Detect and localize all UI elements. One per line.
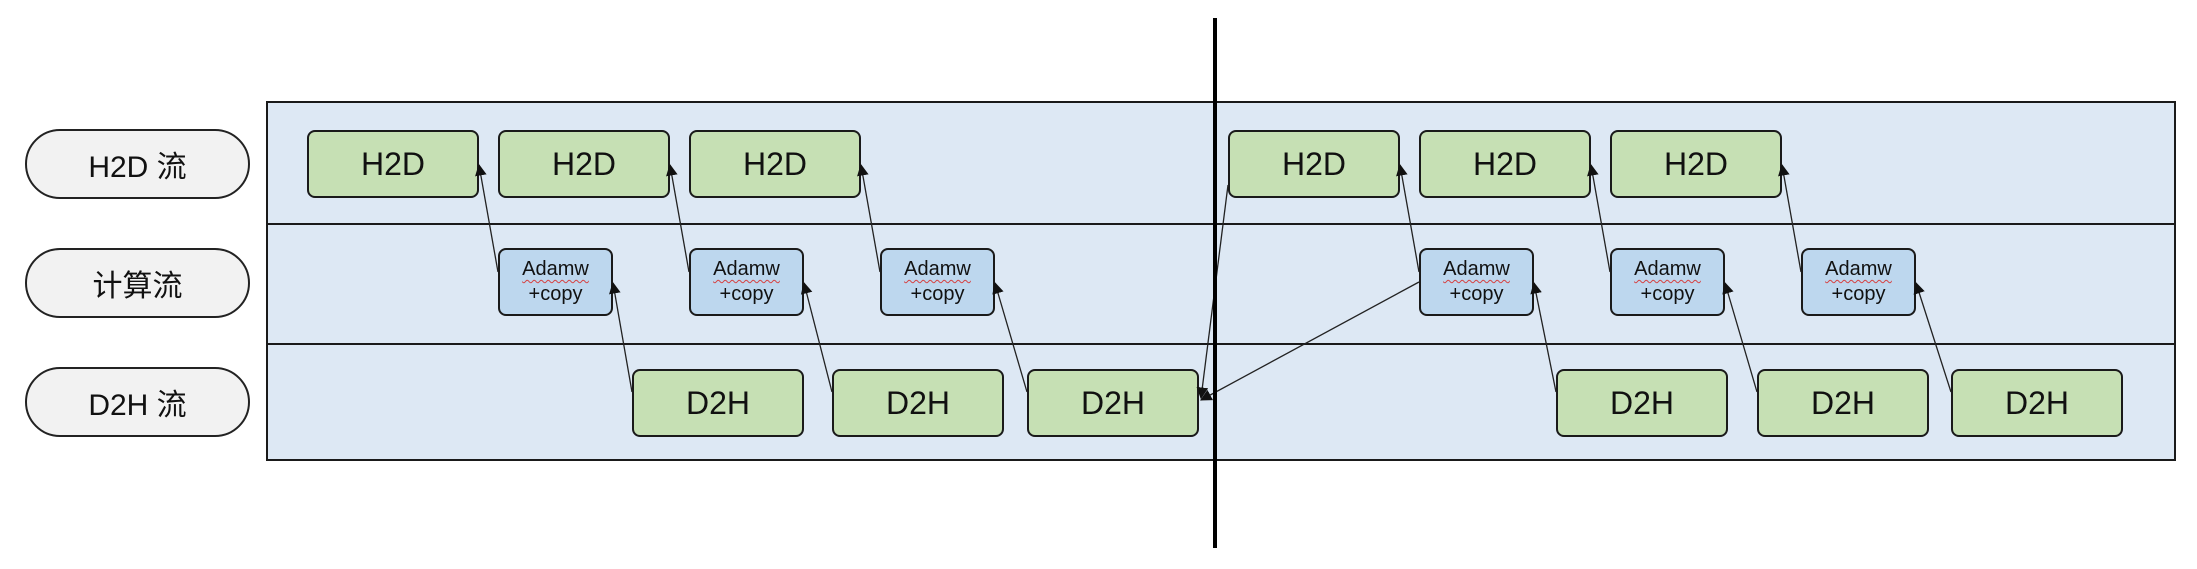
compute-block-line1: Adamw [1443,258,1510,280]
compute-block-line1: Adamw [713,258,780,280]
lane-divider [268,223,2174,225]
d2h-block: D2H [832,369,1004,437]
d2h-block: D2H [632,369,804,437]
d2h-block: D2H [1556,369,1728,437]
d2h-block: D2H [1951,369,2123,437]
d2h-block: D2H [1757,369,1929,437]
compute-block: Adamw +copy [498,248,613,316]
h2d-block: H2D [689,130,861,198]
compute-block-line2: +copy [719,283,774,305]
stream-label-h2d: H2D 流 [25,129,250,199]
h2d-block: H2D [307,130,479,198]
compute-block: Adamw +copy [689,248,804,316]
compute-block-line2: +copy [1449,283,1504,305]
compute-block-line1: Adamw [1825,258,1892,280]
stream-label-d2h: D2H 流 [25,367,250,437]
compute-block-line1: Adamw [1634,258,1701,280]
d2h-block: D2H [1027,369,1199,437]
h2d-block: H2D [498,130,670,198]
compute-block: Adamw +copy [880,248,995,316]
compute-block: Adamw +copy [1419,248,1534,316]
h2d-block: H2D [1419,130,1591,198]
h2d-block: H2D [1610,130,1782,198]
compute-block-line2: +copy [1831,283,1886,305]
stream-label-compute: 计算流 [25,248,250,318]
compute-block-line2: +copy [1640,283,1695,305]
compute-block-line1: Adamw [904,258,971,280]
compute-block: Adamw +copy [1610,248,1725,316]
h2d-block: H2D [1228,130,1400,198]
compute-block-line2: +copy [528,283,583,305]
compute-block-line2: +copy [910,283,965,305]
lane-divider [268,343,2174,345]
compute-block: Adamw +copy [1801,248,1916,316]
compute-block-line1: Adamw [522,258,589,280]
